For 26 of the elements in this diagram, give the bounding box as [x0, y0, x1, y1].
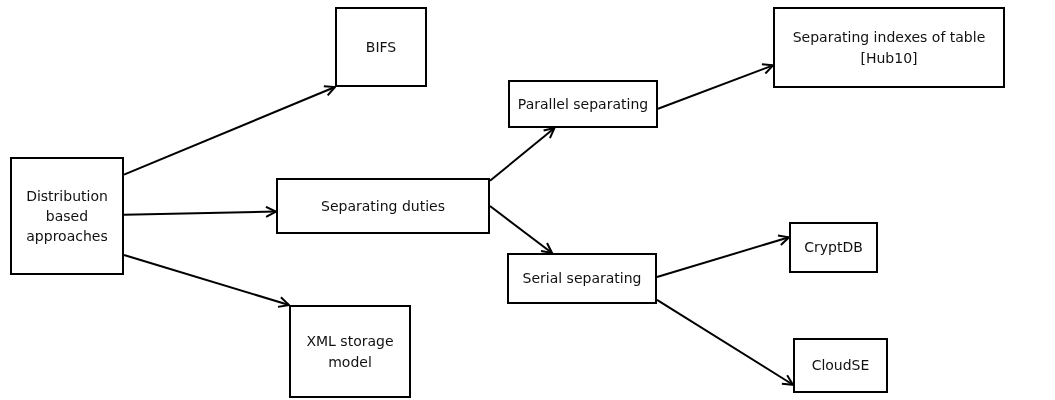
node-label: CloudSE	[811, 356, 870, 376]
process-box	[276, 178, 490, 234]
process-box	[335, 7, 427, 87]
node-label: CryptDB	[804, 238, 863, 258]
arrow	[657, 63, 774, 110]
node-label: XML storage model	[305, 332, 395, 372]
arrow	[123, 253, 290, 308]
arrow	[489, 205, 553, 254]
node-label: Distribution based approaches	[25, 186, 109, 247]
process-box	[289, 305, 411, 398]
arrow	[489, 127, 556, 182]
process-box	[789, 222, 878, 273]
arrow	[123, 85, 336, 176]
node-label: BIFS	[365, 37, 397, 57]
arrow	[656, 234, 790, 278]
process-box	[508, 80, 658, 128]
process-box	[507, 253, 657, 304]
node-label: Parallel separating	[517, 94, 649, 114]
node-label: Separating duties	[321, 196, 445, 216]
process-box	[10, 157, 124, 275]
node-label: Separating indexes of table [Hub10]	[791, 28, 987, 68]
process-box	[773, 7, 1005, 88]
process-box	[793, 338, 888, 393]
node-label: Serial separating	[522, 269, 642, 289]
arrow	[123, 205, 277, 218]
arrow	[656, 298, 794, 386]
